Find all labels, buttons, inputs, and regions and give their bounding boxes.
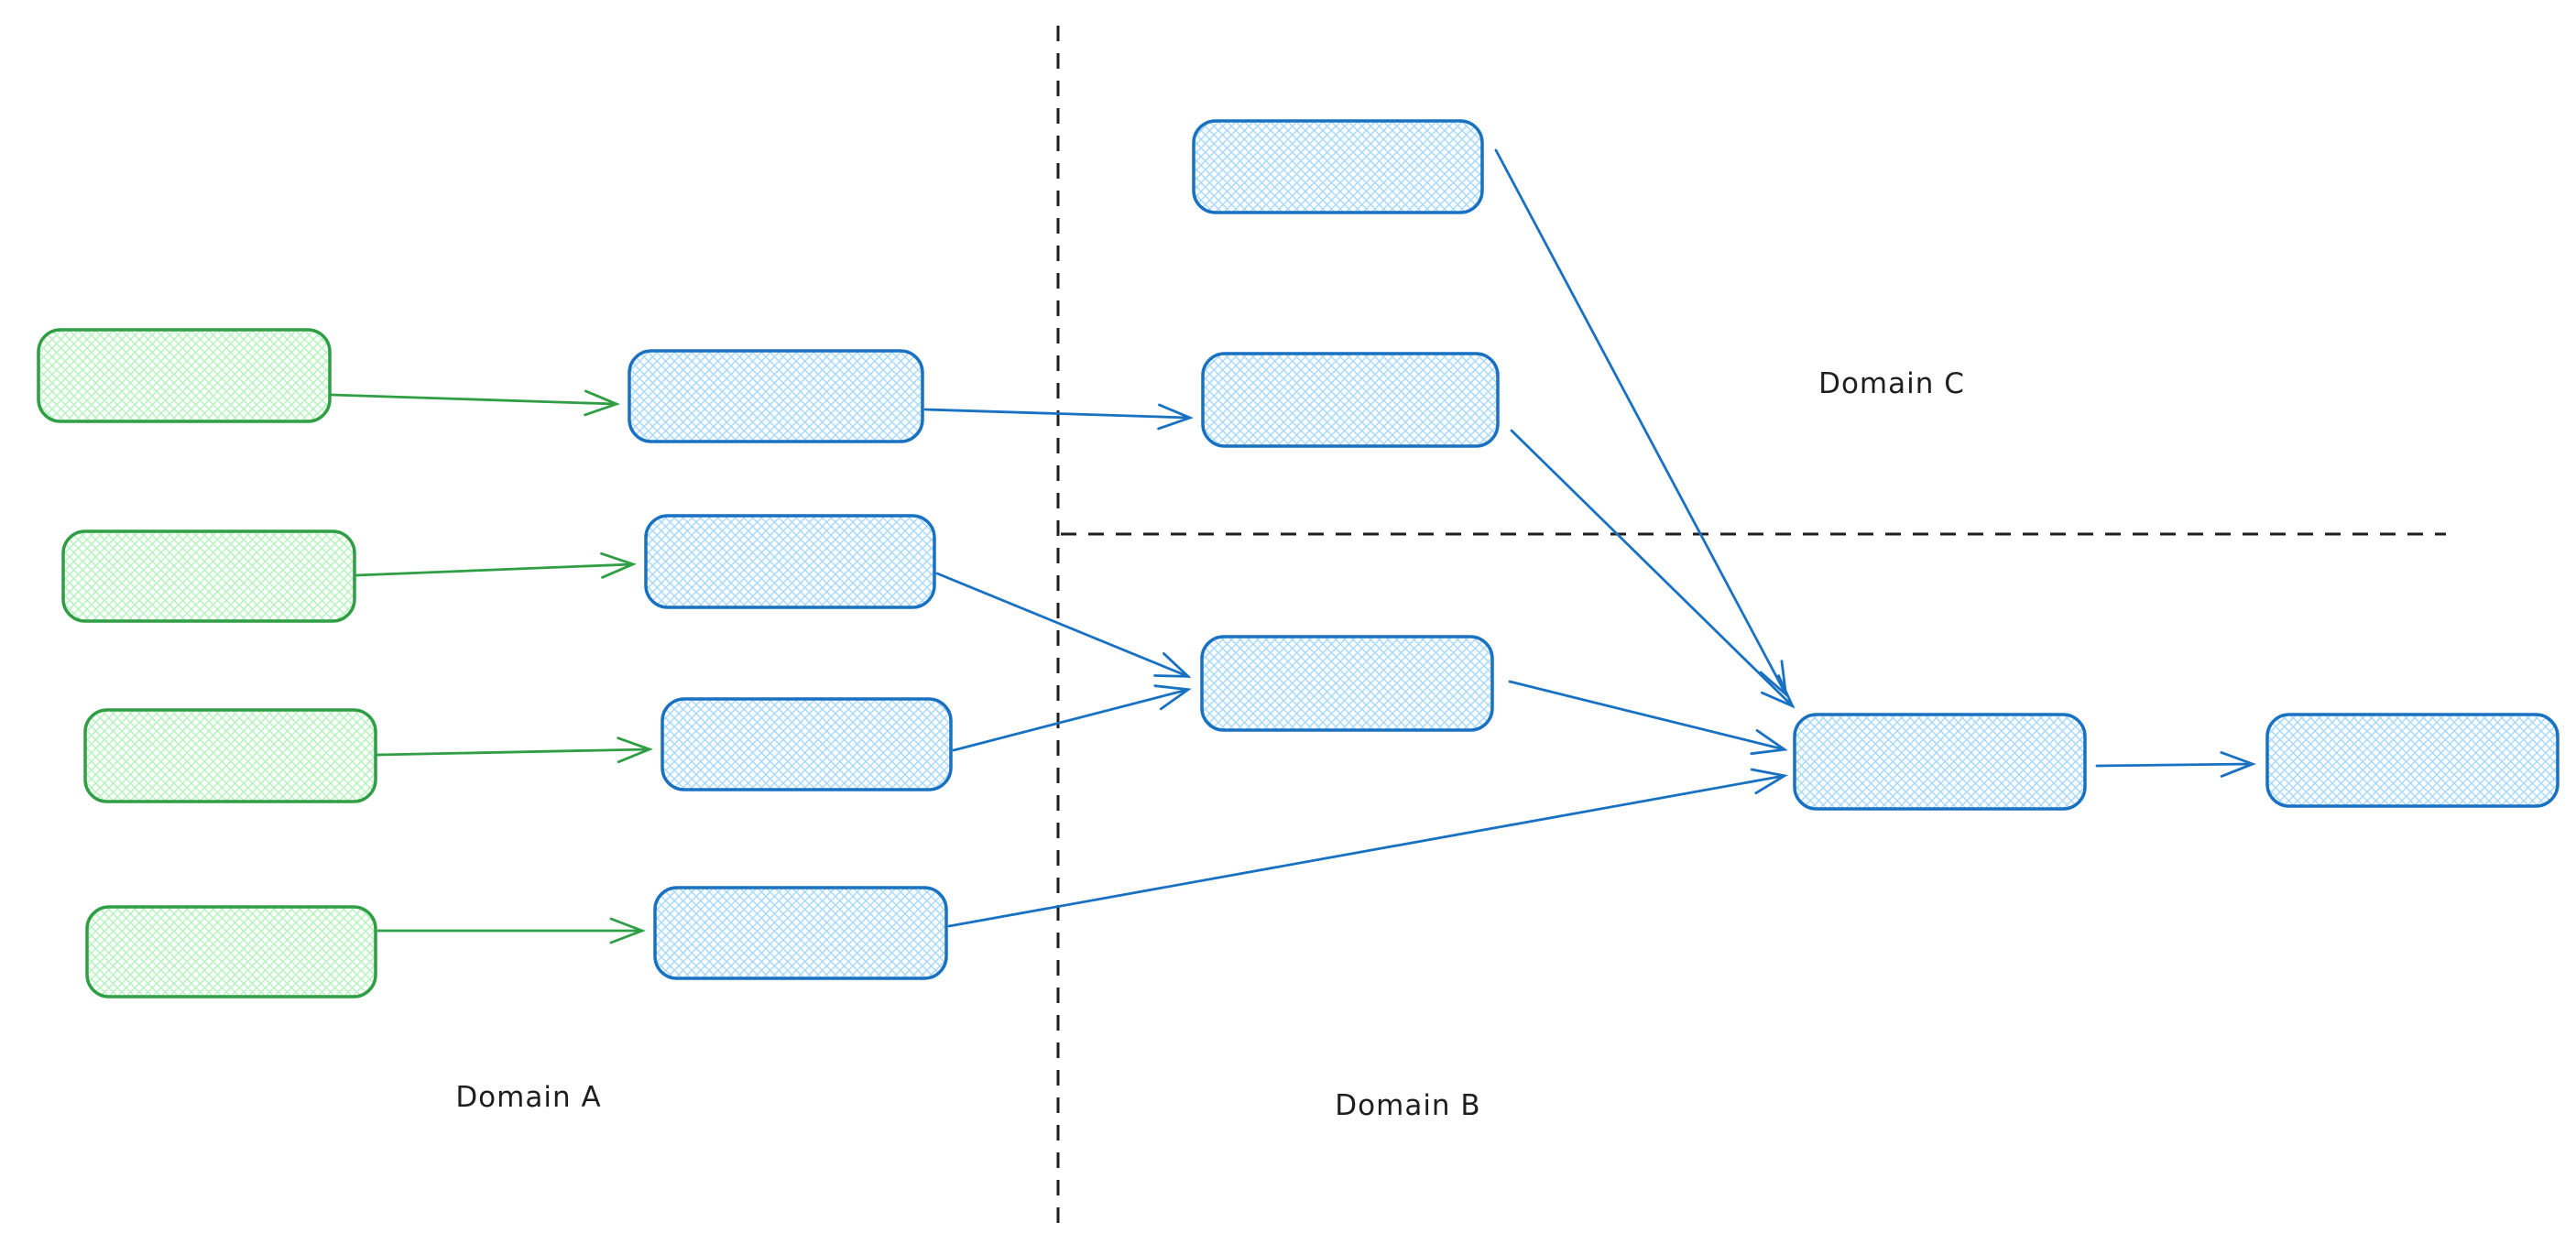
node-blue-a2 <box>644 514 936 609</box>
arrow-green3-to-a3 <box>376 737 653 764</box>
node-blue-b-mid <box>1200 635 1494 732</box>
arrow-ctop-to-confluence <box>1494 148 1788 698</box>
node-green-1 <box>37 328 332 423</box>
arrow-a4-to-confluence <box>947 768 1788 928</box>
arrow-a1-to-b-upper <box>923 403 1194 431</box>
node-blue-a3 <box>660 697 953 791</box>
arrow-a2-to-b-mid <box>935 572 1192 678</box>
domain-divider-lines <box>1056 26 2446 1235</box>
node-blue-confluence <box>1793 713 2087 811</box>
node-green-3 <box>83 708 377 803</box>
nodes-layer <box>37 119 2560 999</box>
node-green-4 <box>85 905 377 999</box>
label-domain-c: Domain C <box>1818 367 1965 400</box>
arrow-green2-to-a2 <box>355 551 637 579</box>
arrow-a3-to-b-mid <box>952 684 1192 752</box>
label-domain-a: Domain A <box>455 1081 601 1114</box>
domain-labels-layer: Domain A Domain B Domain C <box>455 367 1965 1122</box>
node-blue-a1 <box>628 349 924 443</box>
arrows-layer <box>330 148 2256 944</box>
node-blue-b-upper <box>1201 352 1500 448</box>
arrow-green1-to-a1 <box>330 389 620 417</box>
label-domain-b: Domain B <box>1335 1089 1480 1122</box>
node-blue-output <box>2265 713 2560 808</box>
arrow-bupper-to-confluence <box>1510 429 1796 709</box>
node-green-2 <box>61 529 356 623</box>
node-blue-a4 <box>653 886 948 980</box>
arrow-bmid-to-confluence <box>1508 680 1788 756</box>
arrow-confluence-to-output <box>2095 750 2256 778</box>
node-blue-c-top <box>1192 119 1484 214</box>
